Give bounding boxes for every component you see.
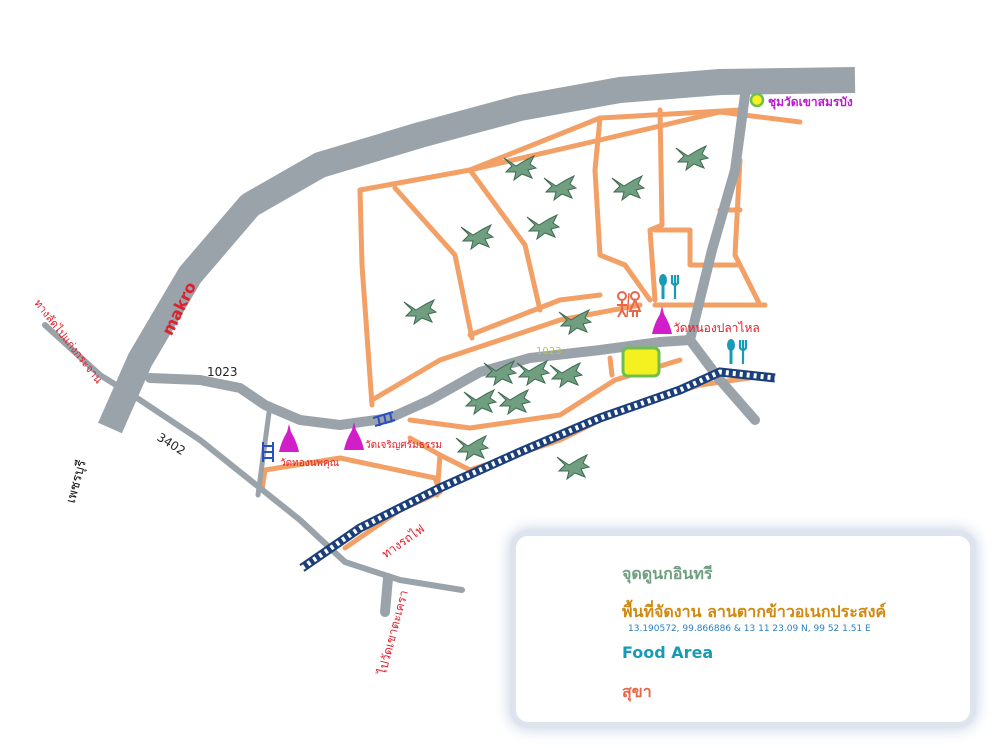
legend-toilet-label: สุขา xyxy=(622,682,652,701)
road-1023-right-label: 1023 xyxy=(536,346,562,357)
legend-eagle-label: จุดดูนกอินทรี xyxy=(622,564,713,583)
legend-coordinates: 13.190572, 99.866886 & 13 11 23.09 N, 99… xyxy=(628,624,871,634)
legend-food-label: Food Area xyxy=(622,643,714,662)
bridge-icon xyxy=(262,411,396,462)
railway-icon xyxy=(299,367,776,572)
toilet-icon xyxy=(616,291,641,318)
chum-wat-khao-label: ชุมวัดเขาสมรบัง xyxy=(768,95,853,109)
highway-makro xyxy=(98,67,856,434)
road-1023-left-label: 1023 xyxy=(207,365,238,379)
food-icon xyxy=(725,337,748,366)
wat-charoen-label: วัดเจริญศรัมธรรม xyxy=(365,440,443,451)
legend-event-area-label: พื้นที่จัดงาน ลานตากข้าวอเนกประสงค์ xyxy=(622,602,887,621)
wat-nong-pla-lai-label: วัดหนองปลาไหล xyxy=(673,321,760,335)
secondary-roads xyxy=(42,90,760,617)
event-area-icon xyxy=(621,346,661,378)
food-icon xyxy=(657,272,680,301)
legend-panel xyxy=(516,536,970,722)
event-area-marker xyxy=(749,92,765,108)
wat-thong-noppakhun-label: วัดทองนพคุณ xyxy=(280,458,339,469)
